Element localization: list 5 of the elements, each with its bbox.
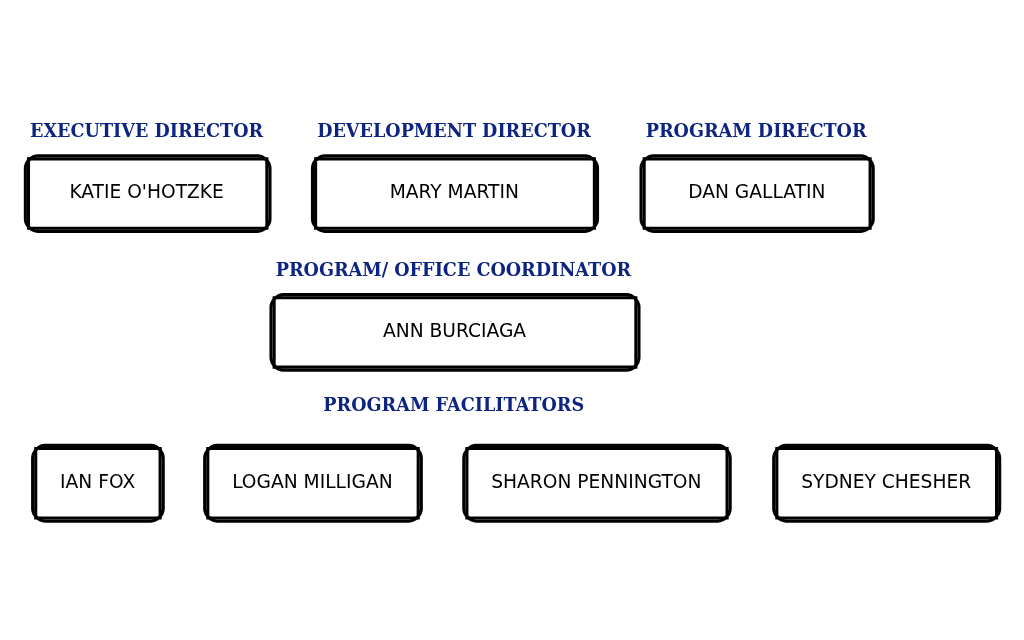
node-label: PROGRAM DIRECTOR: [645, 120, 867, 142]
node-label: PROGRAM/ OFFICE COORDINATOR: [275, 259, 632, 281]
node-label: DEVELOPMENT DIRECTOR: [317, 120, 591, 142]
label: PROGRAM FACILITATORS: [323, 393, 585, 415]
node-label: EXECUTIVE DIRECTOR: [30, 120, 264, 142]
